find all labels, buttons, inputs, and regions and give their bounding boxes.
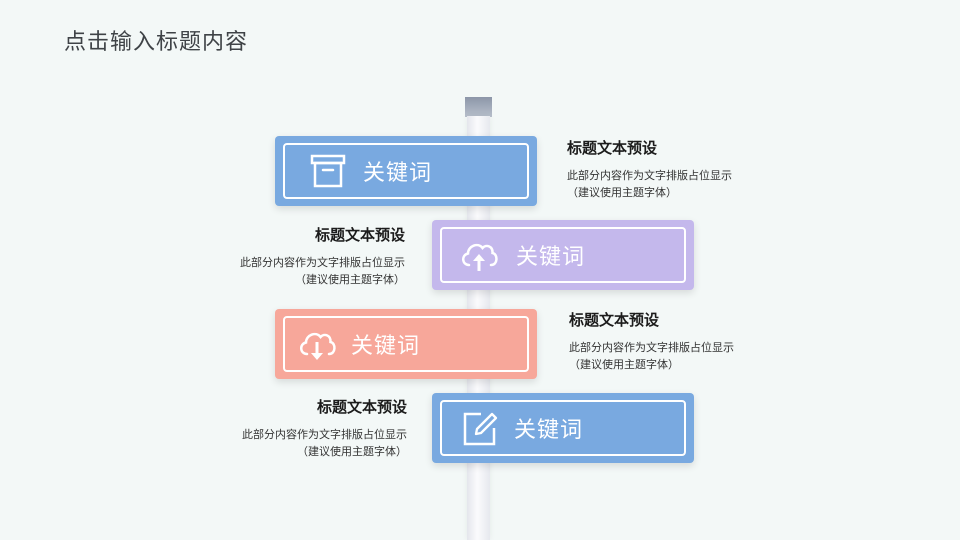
description-4-line2: （建议使用主题字体） [297, 445, 407, 458]
cloud-upload-icon [462, 243, 498, 271]
sign-2-label: 关键词 [516, 245, 586, 270]
description-3-line2: （建议使用主题字体） [569, 358, 679, 371]
sign-4-label: 关键词 [514, 418, 584, 443]
sign-3-label: 关键词 [351, 334, 421, 359]
description-1-line1: 此部分内容作为文字排版占位显示 [567, 169, 732, 182]
description-1-line2: （建议使用主题字体） [567, 186, 677, 199]
description-2-line1: 此部分内容作为文字排版占位显示 [240, 256, 405, 269]
cloud-download-icon [300, 332, 336, 360]
description-3-line1: 此部分内容作为文字排版占位显示 [569, 341, 734, 354]
sign-2-frame: 关键词 [440, 227, 686, 283]
description-3-title: 标题文本预设 [569, 311, 660, 329]
signpost-pole-cap [465, 97, 492, 117]
description-3: 标题文本预设 此部分内容作为文字排版占位显示 （建议使用主题字体） [569, 309, 769, 373]
description-1-title: 标题文本预设 [567, 139, 658, 157]
sign-1-frame: 关键词 [283, 143, 529, 199]
description-2: 标题文本预设 此部分内容作为文字排版占位显示 （建议使用主题字体） [205, 224, 405, 288]
description-1: 标题文本预设 此部分内容作为文字排版占位显示 （建议使用主题字体） [567, 137, 767, 201]
description-4: 标题文本预设 此部分内容作为文字排版占位显示 （建议使用主题字体） [207, 396, 407, 460]
sign-3-frame: 关键词 [283, 316, 529, 372]
archive-box-icon [310, 154, 346, 188]
signpost-sign-4: 关键词 [432, 393, 694, 463]
description-2-line2: （建议使用主题字体） [295, 273, 405, 286]
edit-icon [463, 412, 498, 446]
sign-1-label: 关键词 [363, 161, 433, 186]
description-4-title: 标题文本预设 [316, 398, 407, 416]
signpost-sign-3: 关键词 [275, 309, 537, 379]
signpost-sign-1: 关键词 [275, 136, 537, 206]
description-2-title: 标题文本预设 [314, 226, 405, 244]
page-title: 点击输入标题内容 [64, 30, 249, 55]
description-4-line1: 此部分内容作为文字排版占位显示 [242, 428, 407, 441]
signpost-sign-2: 关键词 [432, 220, 694, 290]
sign-4-frame: 关键词 [440, 400, 686, 456]
